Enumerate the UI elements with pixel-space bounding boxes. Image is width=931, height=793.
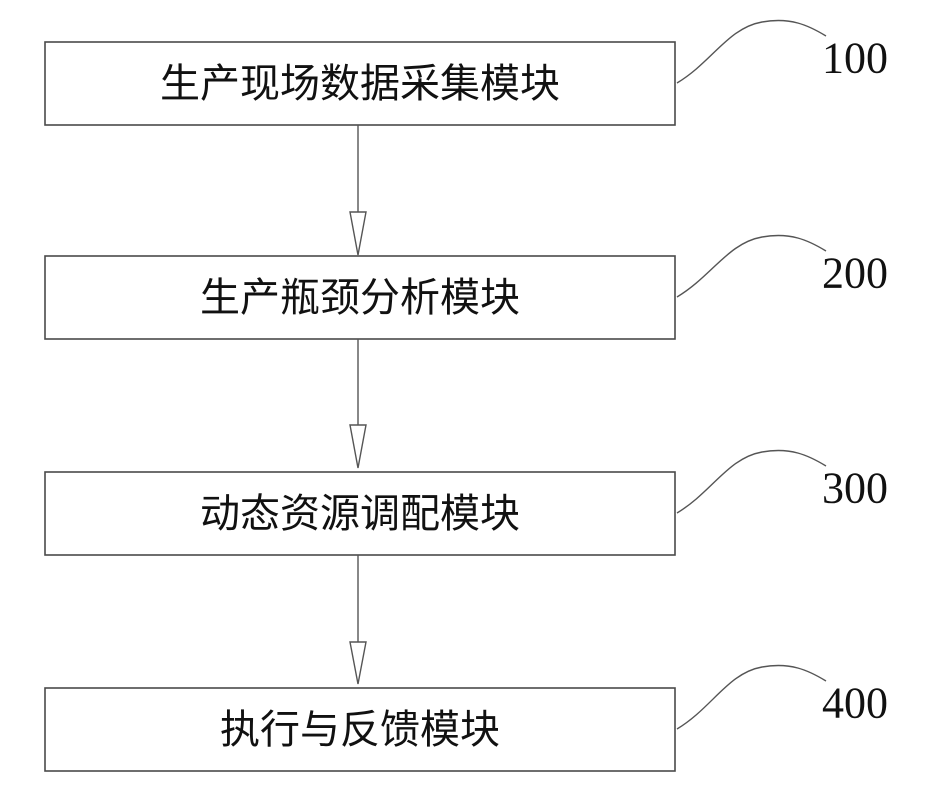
leader-line-100 (677, 20, 826, 83)
connector-100-200 (350, 125, 366, 255)
module-200: 生产瓶颈分析模块 (45, 256, 675, 339)
module-label-100: 生产现场数据采集模块 (160, 61, 560, 107)
module-400: 执行与反馈模块 (45, 688, 675, 771)
leader-line-300 (677, 450, 826, 513)
module-100: 生产现场数据采集模块 (45, 42, 675, 125)
ref-number-200: 200 (822, 249, 888, 298)
connector-300-400 (350, 555, 366, 684)
arrowhead-100-200 (350, 212, 366, 255)
ref-number-400: 400 (822, 679, 888, 728)
module-label-200: 生产瓶颈分析模块 (200, 275, 520, 321)
ref-number-300: 300 (822, 464, 888, 513)
module-label-300: 动态资源调配模块 (200, 491, 520, 537)
module-300: 动态资源调配模块 (45, 472, 675, 555)
leader-line-400 (677, 665, 826, 729)
leader-line-200 (677, 235, 826, 297)
module-label-400: 执行与反馈模块 (220, 707, 500, 753)
connector-200-300 (350, 339, 366, 468)
arrowhead-300-400 (350, 642, 366, 684)
arrowhead-200-300 (350, 425, 366, 468)
ref-number-100: 100 (822, 34, 888, 83)
